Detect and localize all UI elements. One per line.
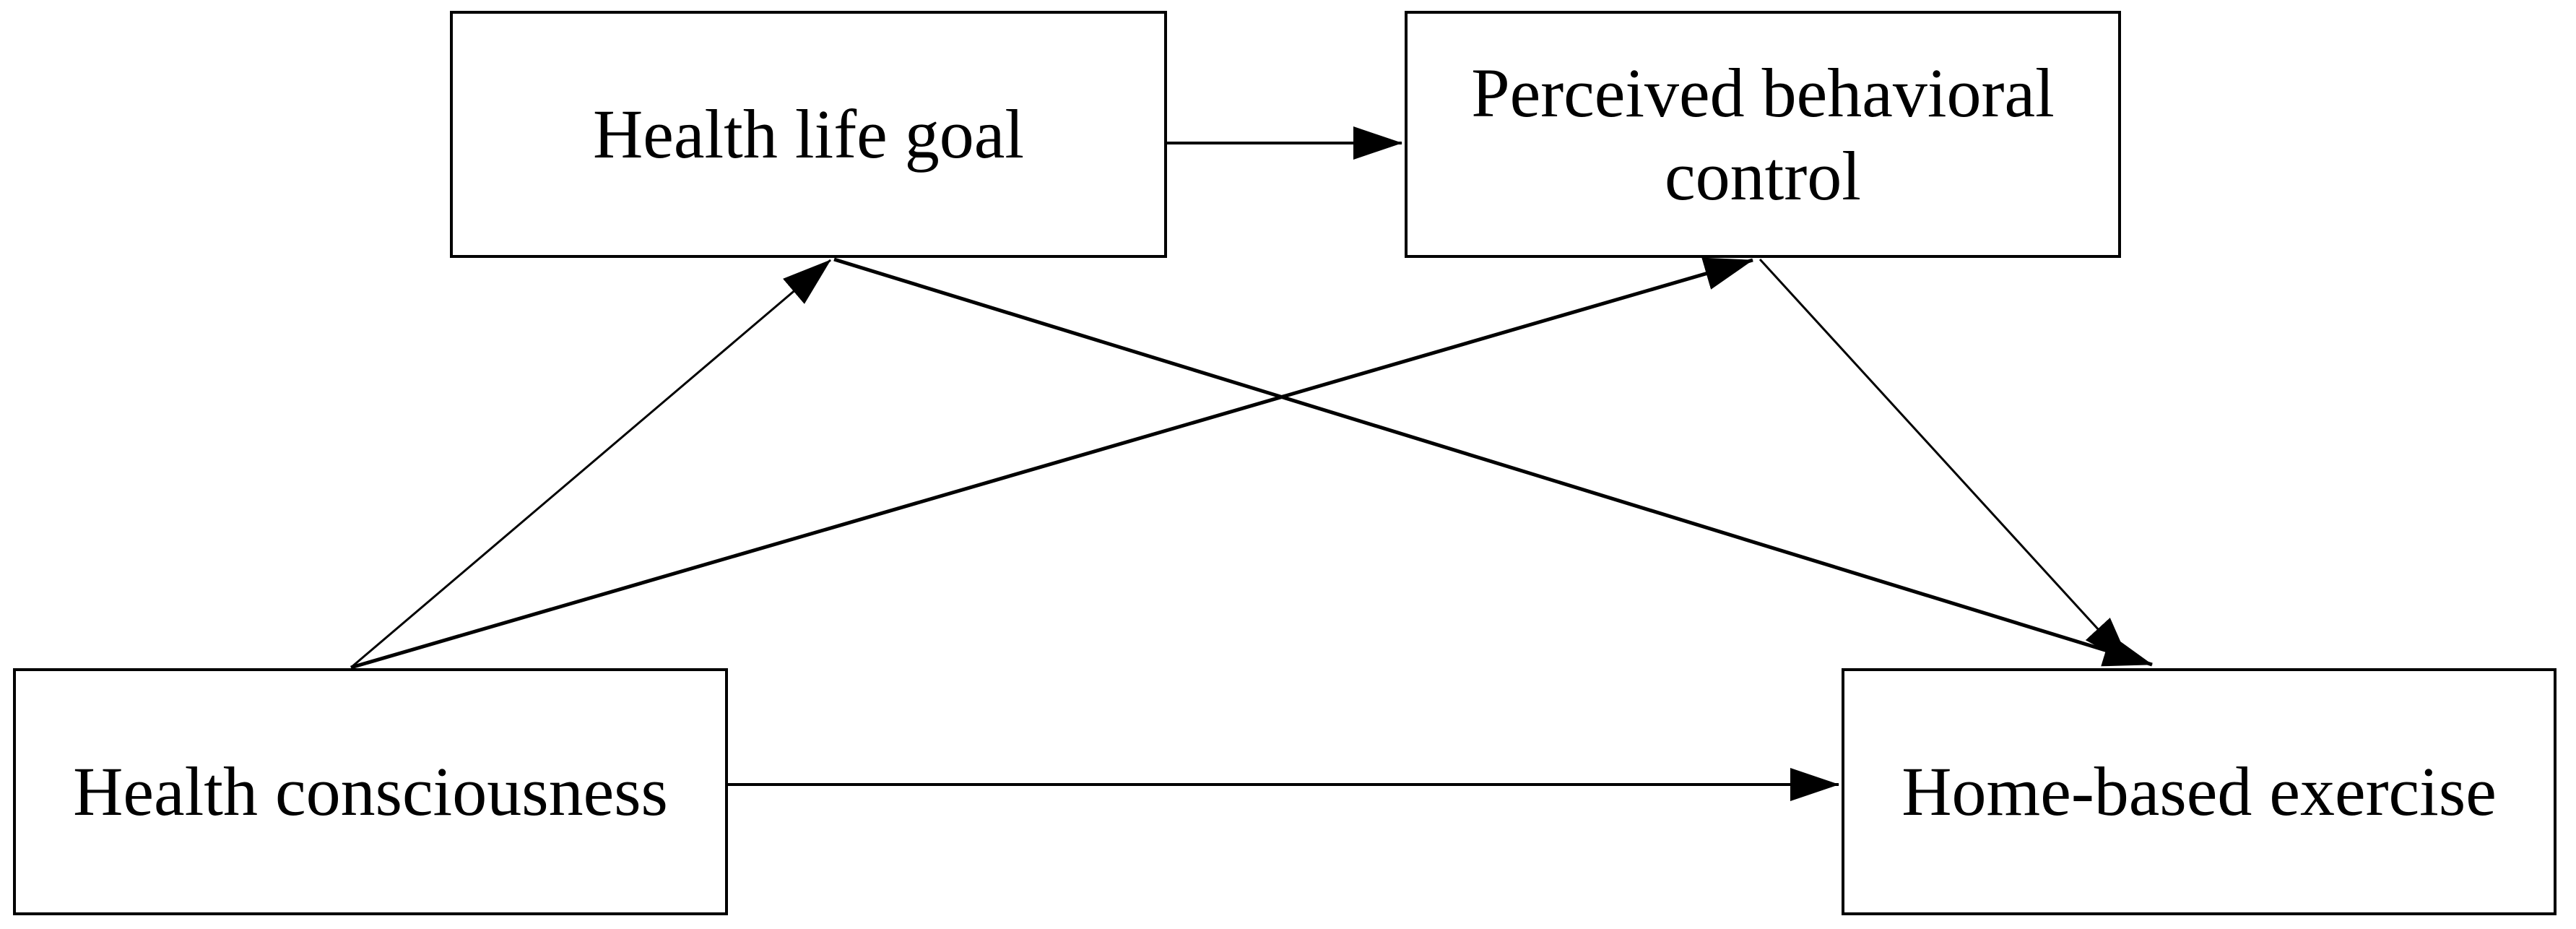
node-health-life-goal: Health life goal	[450, 11, 1167, 258]
node-perceived-behavioral-control: Perceived behavioral control	[1405, 11, 2121, 258]
node-health-life-goal-label: Health life goal	[592, 95, 1025, 173]
node-health-consciousness: Health consciousness	[13, 668, 728, 915]
node-health-consciousness-label: Health consciousness	[73, 753, 668, 831]
node-home-based-exercise: Home-based exercise	[1842, 668, 2557, 915]
edge-health-consciousness-to-health-life-goal	[350, 259, 831, 669]
node-home-based-exercise-label: Home-based exercise	[1901, 753, 2497, 831]
edge-health-consciousness-to-perceived-behavioral-control	[350, 257, 1753, 670]
edge-health-life-goal-to-home-based-exercise	[833, 257, 2153, 667]
edge-perceived-behavioral-control-to-home-based-exercise	[1758, 258, 2132, 666]
node-perceived-behavioral-control-label: Perceived behavioral control	[1471, 53, 2055, 215]
